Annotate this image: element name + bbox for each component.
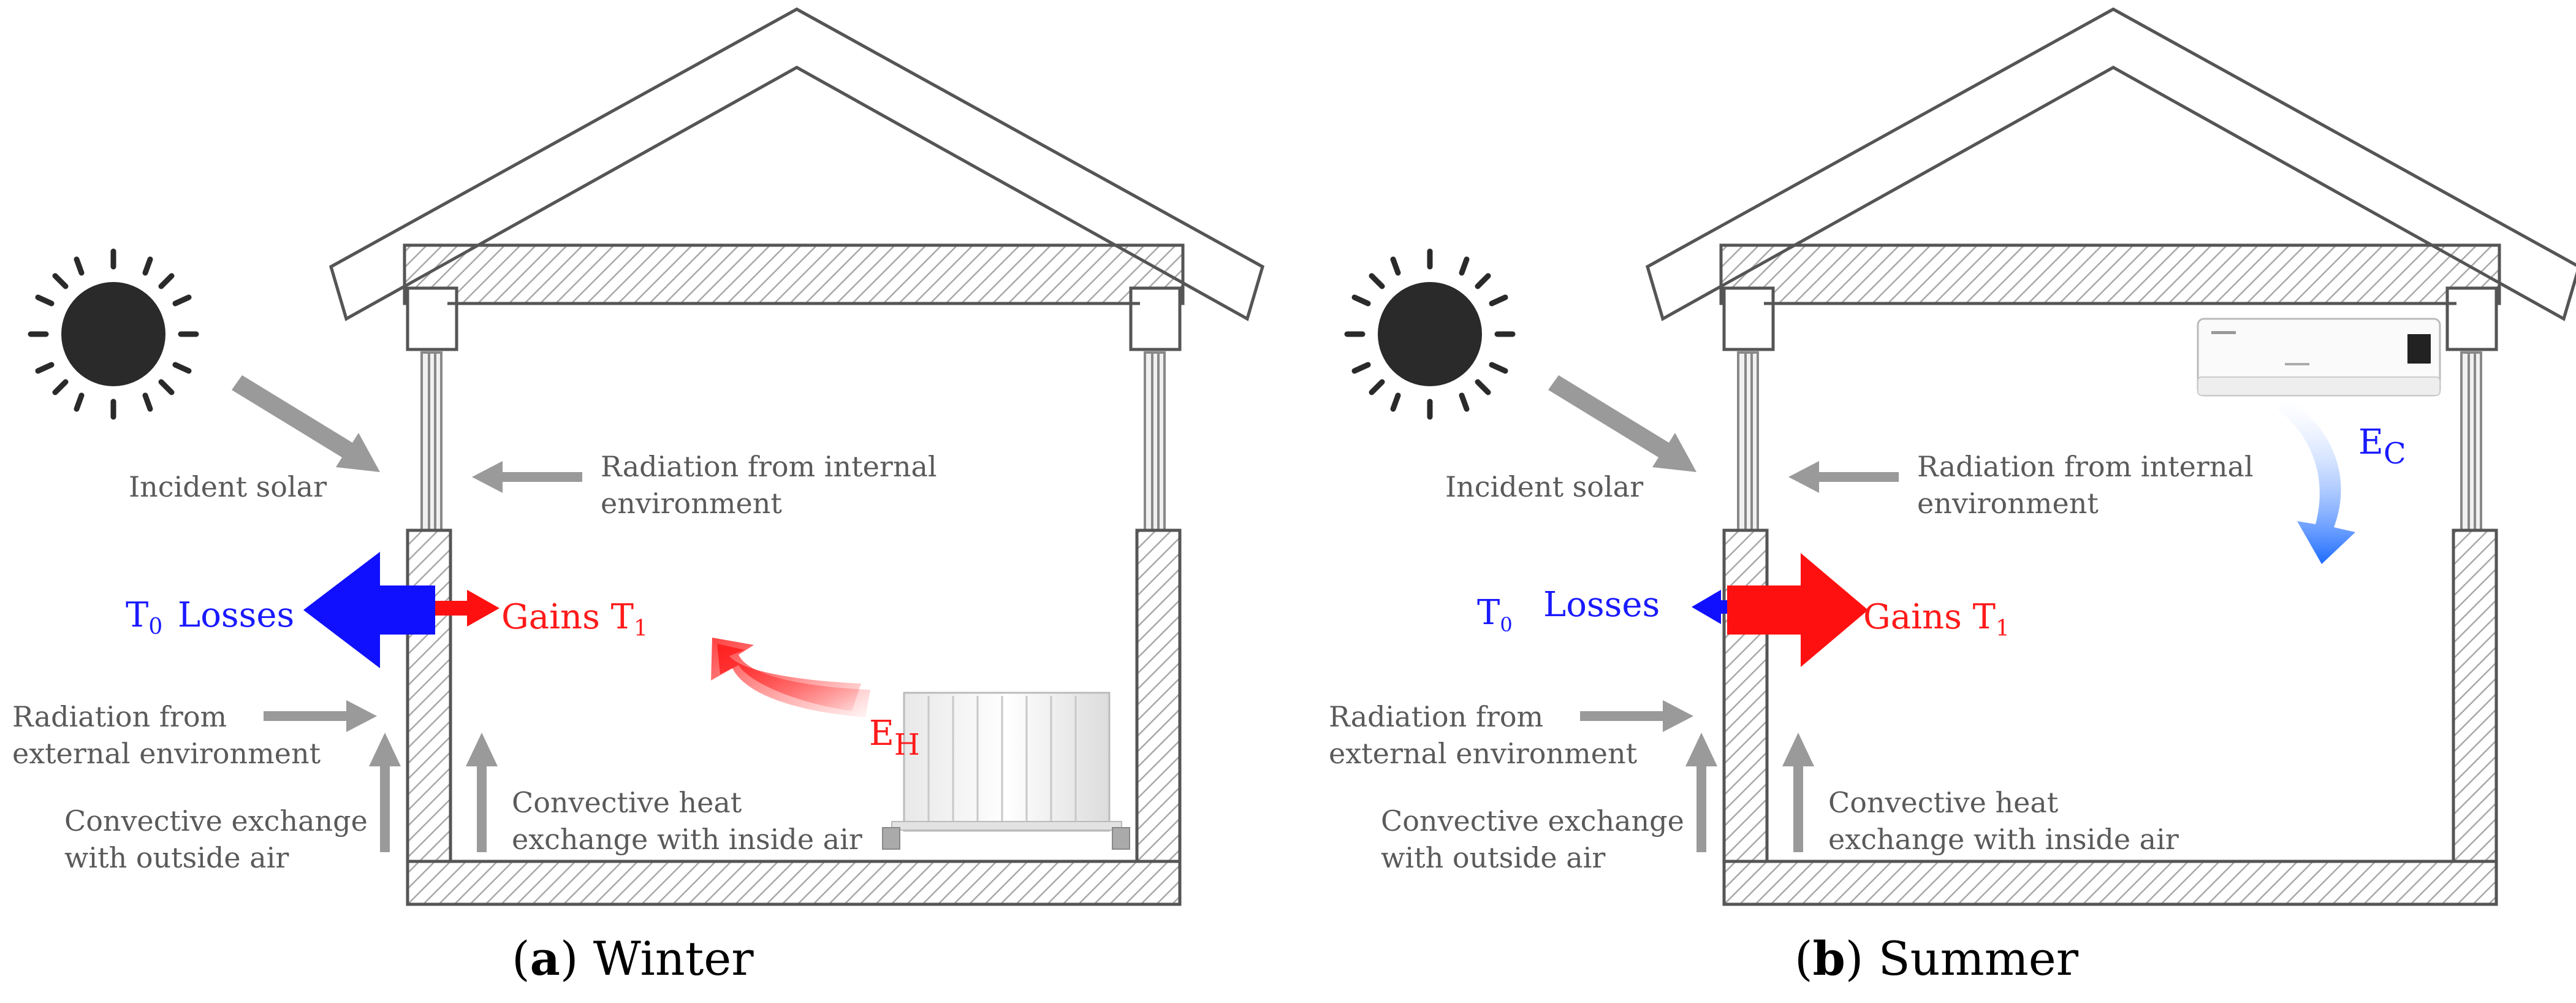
energy-heating-label: EH	[869, 714, 920, 762]
radiation-external-arrow	[1580, 700, 1693, 732]
convective-inside-label-2: exchange with inside air	[512, 823, 862, 856]
caption-winter: (a) Winter	[512, 931, 754, 986]
incident-solar-label: Incident solar	[1445, 470, 1643, 503]
window-right	[1144, 351, 1166, 532]
roof	[1646, 7, 2576, 321]
losses-arrow	[1692, 590, 1755, 624]
radiator-icon	[882, 692, 1130, 850]
convective-inside-label-1: Convective heat	[1828, 786, 2059, 819]
radiation-internal-label-1: Radiation from internal	[601, 450, 937, 483]
energy-cooling-label: EC	[2358, 422, 2406, 471]
radiation-internal-arrow	[1788, 461, 1899, 493]
sun-icon	[1344, 248, 1516, 420]
incident-solar-arrow	[1548, 375, 1696, 472]
convective-inside-arrow	[1782, 733, 1814, 852]
radiation-internal-arrow	[472, 461, 582, 493]
roof	[329, 7, 1264, 321]
losses-arrow	[303, 552, 435, 668]
convective-inside-label-1: Convective heat	[512, 786, 742, 819]
convective-outside-label-2: with outside air	[64, 841, 289, 874]
losses-label: Losses	[1543, 585, 1660, 625]
gains-arrow	[435, 590, 500, 627]
t0-label: T0	[126, 595, 162, 639]
incident-solar-arrow	[232, 375, 380, 472]
ceiling	[406, 286, 1182, 351]
gains-arrow	[1727, 553, 1868, 667]
radiation-external-label-1: Radiation from	[1329, 700, 1543, 733]
window-left	[420, 351, 443, 532]
radiation-internal-label-2: environment	[601, 487, 782, 520]
gains-label: Gains T1	[1863, 597, 2010, 641]
convective-outside-label-1: Convective exchange	[1381, 804, 1684, 837]
convective-outside-label-2: with outside air	[1381, 841, 1605, 874]
convective-outside-arrow	[369, 733, 401, 852]
convective-inside-label-2: exchange with inside air	[1828, 823, 2179, 856]
convective-outside-label-1: Convective exchange	[64, 804, 368, 837]
window-right	[2460, 351, 2482, 532]
sun-icon	[28, 248, 199, 420]
panel-winter: Incident solar Radiation from internal e…	[12, 7, 1264, 986]
incident-solar-label: Incident solar	[129, 470, 327, 503]
radiation-internal-label-1: Radiation from internal	[1917, 450, 2254, 483]
radiation-external-label-2: external environment	[12, 737, 321, 770]
caption-summer: (b) Summer	[1795, 931, 2079, 986]
losses-label: Losses	[178, 595, 294, 635]
heating-flow-arrow	[711, 638, 870, 717]
ceiling	[1722, 286, 2498, 351]
panel-summer: Incident solar Radiation from internal e…	[1329, 7, 2576, 986]
radiation-internal-label-2: environment	[1917, 487, 2099, 520]
window-left	[1737, 351, 1759, 532]
convective-outside-arrow	[1685, 733, 1717, 852]
radiation-external-arrow	[264, 700, 377, 732]
gains-label: Gains T1	[501, 597, 648, 641]
convective-inside-arrow	[466, 733, 498, 852]
air-conditioner-icon	[2197, 318, 2441, 397]
walls	[1722, 528, 2498, 906]
radiation-external-label-2: external environment	[1329, 737, 1638, 770]
radiation-external-label-1: Radiation from	[12, 700, 227, 733]
cooling-flow-arrow	[2276, 399, 2355, 564]
t0-label: T0	[1477, 593, 1513, 636]
